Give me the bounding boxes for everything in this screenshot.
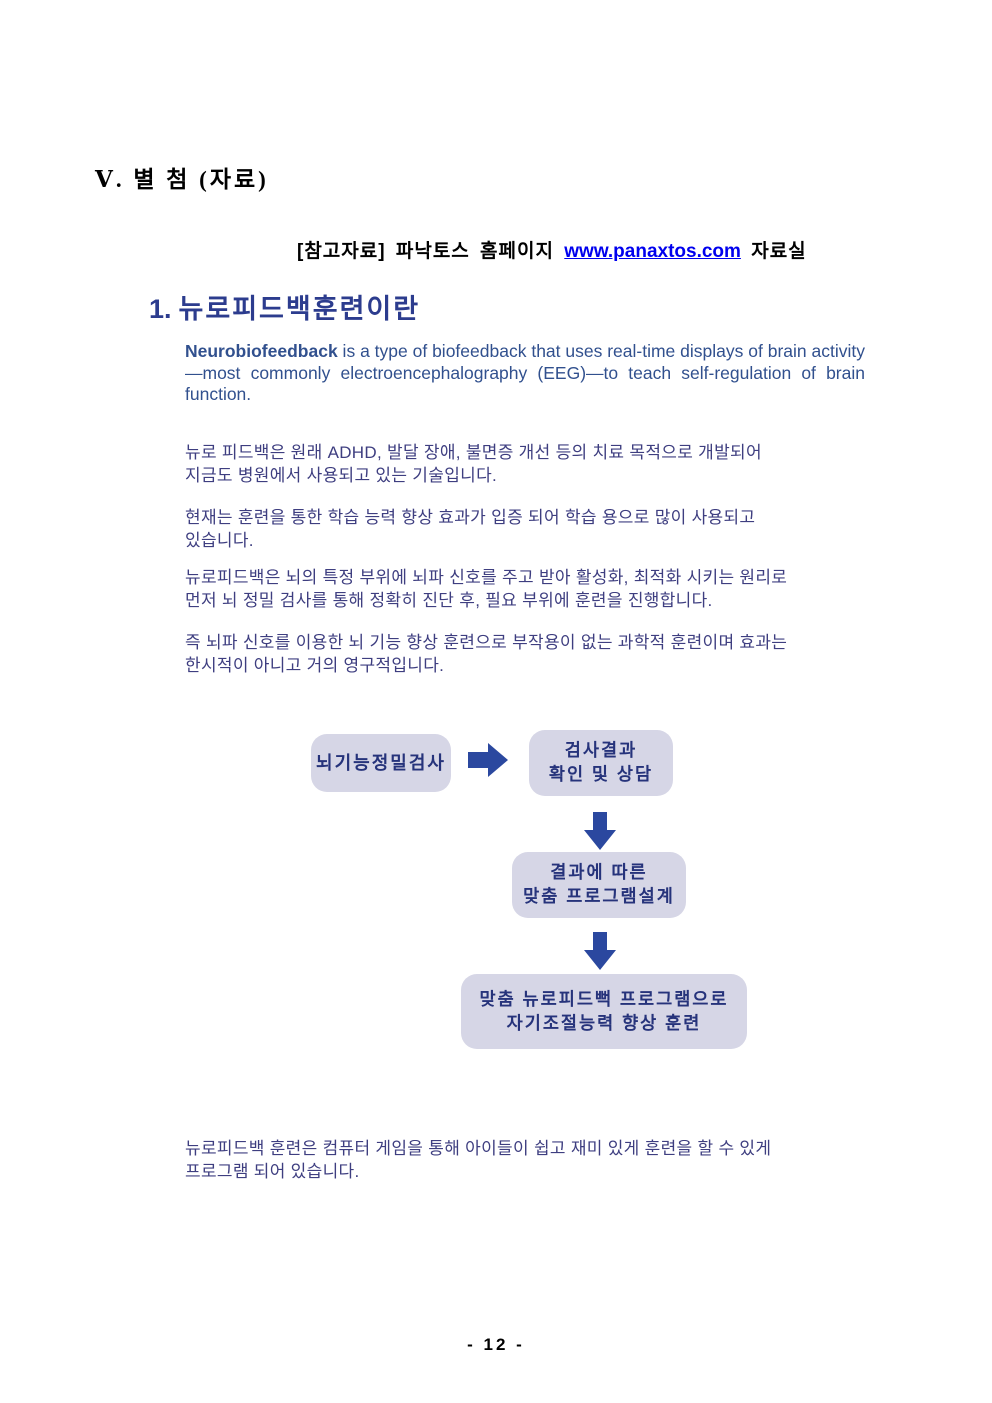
english-definition-paragraph: Neurobiofeedback is a type of biofeedbac… [185,341,865,406]
body-paragraph-1: 뉴로 피드백은 원래 ADHD, 발달 장애, 불면증 개선 등의 치료 목적으… [185,443,762,485]
flow-arrow-right-icon [468,743,508,777]
reference-line: [참고자료] 파낙토스 홈페이지 www.panaxtos.com 자료실 [297,236,807,263]
closing-paragraph: 뉴로피드백 훈련은 컴퓨터 게임을 통해 아이들이 쉽고 재미 있게 훈련을 할… [185,1139,772,1181]
flowchart-step-training: 맞춤 뉴로피드뻑 프로그램으로 자기조절능력 향상 훈련 [461,974,747,1049]
body-paragraph-2: 현재는 훈련을 통한 학습 능력 향상 효과가 입증 되어 학습 용으로 많이 … [185,508,756,550]
page-number: - 12 - [467,1335,525,1354]
english-definition-lead: Neurobiofeedback [185,341,338,361]
panaxtos-link[interactable]: www.panaxtos.com [564,241,741,262]
flowchart-step-result-consult: 검사결과 확인 및 상담 [529,730,673,796]
body-paragraph-4: 즉 뇌파 신호를 이용한 뇌 기능 향상 훈련으로 부작용이 없는 과학적 훈련… [185,633,788,675]
flowchart-step-program-design: 결과에 따른 맞춤 프로그램설계 [512,852,686,918]
section-heading: 1.뉴로피드백훈련이란 [149,287,420,326]
reference-prefix: [참고자료] 파낙토스 홈페이지 [297,241,554,262]
flowchart-step-brain-exam: 뇌기능정밀검사 [311,734,451,792]
body-paragraph-3: 뉴로피드백은 뇌의 특정 부위에 뇌파 신호를 주고 받아 활성화, 최적화 시… [185,568,788,610]
english-definition-rest: is a type of biofeedback that uses real-… [185,341,865,404]
flow-arrow-down-icon [584,812,616,850]
section-title: 뉴로피드백훈련이란 [178,294,421,324]
flow-arrow-down-icon [584,932,616,970]
section-number: 1. [149,294,172,324]
page-title: Ⅴ. 별 첨 (자료) [95,167,269,192]
reference-suffix: 자료실 [751,241,807,262]
